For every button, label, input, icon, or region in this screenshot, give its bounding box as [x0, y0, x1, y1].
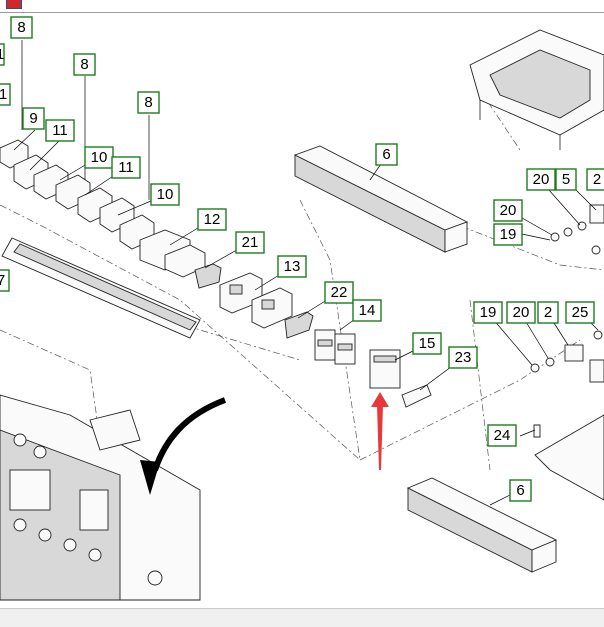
cable-duct-top — [293, 145, 469, 253]
mounting-plate — [534, 414, 604, 501]
callout-label-10: 10 — [150, 183, 180, 206]
callout-label-5: 5 — [555, 168, 577, 191]
callout-label-6: 6 — [375, 143, 398, 166]
callout-text: 2 — [593, 171, 601, 188]
callout-label-10: 10 — [84, 146, 114, 169]
exploded-parts-diagram: 8 1 8 1 9 11 8 10 11 10 12 21 7 13 22 14… — [0, 13, 604, 608]
callout-text: 8 — [80, 56, 88, 73]
callout-label-15: 15 — [412, 332, 442, 355]
callout-text: 13 — [284, 258, 301, 275]
frame-assembly — [469, 29, 604, 150]
callout-text: 19 — [480, 304, 497, 321]
callout-label-8: 8 — [10, 16, 33, 39]
assembly-guide-line — [479, 89, 521, 151]
callout-text: 6 — [516, 482, 524, 499]
callout-text: 20 — [533, 171, 550, 188]
callout-text: 10 — [91, 149, 108, 166]
callout-label-9: 9 — [22, 107, 45, 130]
callout-label-11: 11 — [111, 156, 141, 179]
callout-label-13: 13 — [277, 255, 307, 278]
callout-text: 9 — [29, 110, 37, 127]
callout-label-7: 7 — [0, 269, 10, 292]
callout-text: 15 — [419, 335, 436, 352]
callout-text: 23 — [455, 349, 472, 366]
relay-blocks — [314, 329, 356, 365]
window-title-bar — [0, 0, 604, 13]
assembly-guide-line — [359, 339, 581, 461]
din-rail — [1, 237, 201, 339]
cable-duct-bottom — [406, 477, 558, 573]
callout-text: 22 — [331, 284, 348, 301]
callout-label-8: 8 — [73, 53, 96, 76]
callout-text: 1 — [0, 86, 7, 103]
assembly-guide-line — [0, 204, 361, 461]
callout-label-2: 2 — [537, 301, 559, 324]
callout-text: 7 — [0, 272, 5, 289]
callout-label-1: 1 — [0, 83, 11, 106]
callout-text: 19 — [500, 226, 517, 243]
callout-text: 11 — [52, 122, 68, 139]
assembly-guide-line — [0, 329, 101, 441]
callout-text: 2 — [544, 304, 552, 321]
callout-text: 6 — [382, 146, 390, 163]
callout-label-22: 22 — [324, 281, 354, 304]
callout-text: 12 — [204, 211, 221, 228]
callout-label-2: 2 — [586, 168, 604, 191]
callout-text: 14 — [359, 302, 376, 319]
fasteners — [530, 204, 604, 438]
callout-label-8: 8 — [137, 91, 160, 114]
window-status-bar — [0, 608, 604, 627]
callout-label-19: 19 — [473, 301, 503, 324]
callout-text: 25 — [572, 304, 589, 321]
callout-label-19: 19 — [493, 223, 523, 246]
callout-text: 8 — [17, 19, 25, 36]
callout-label-11: 11 — [45, 119, 75, 142]
control-panel-assembly — [0, 394, 201, 601]
end-clamp — [401, 384, 432, 408]
callout-label-1: 1 — [0, 43, 5, 66]
assembly-guide-line — [299, 199, 361, 461]
assembly-guide-line — [469, 299, 491, 471]
app-icon[interactable] — [6, 0, 22, 9]
callout-text: 20 — [513, 304, 530, 321]
callout-label-6: 6 — [509, 479, 532, 502]
callout-label-20: 20 — [526, 168, 556, 191]
callout-text: 20 — [500, 202, 517, 219]
callout-text: 10 — [157, 186, 174, 203]
callout-text: 11 — [118, 159, 134, 176]
callout-label-24: 24 — [487, 424, 517, 447]
callout-label-12: 12 — [197, 208, 227, 231]
callout-text: 21 — [242, 234, 259, 251]
rotate-arrow-head — [140, 460, 160, 495]
callout-text: 1 — [0, 46, 4, 63]
callout-label-21: 21 — [235, 231, 265, 254]
callout-label-23: 23 — [448, 346, 478, 369]
callout-text: 8 — [144, 94, 152, 111]
callout-text: 5 — [562, 171, 570, 188]
highlight-arrow-icon — [371, 392, 389, 470]
callout-label-20: 20 — [506, 301, 536, 324]
rotate-arrow-icon — [152, 397, 227, 471]
callout-label-25: 25 — [565, 301, 595, 324]
terminal-block-group — [0, 139, 314, 339]
callout-label-20: 20 — [493, 199, 523, 222]
callout-text: 24 — [494, 427, 511, 444]
callout-label-14: 14 — [352, 299, 382, 322]
din-module — [369, 349, 401, 389]
